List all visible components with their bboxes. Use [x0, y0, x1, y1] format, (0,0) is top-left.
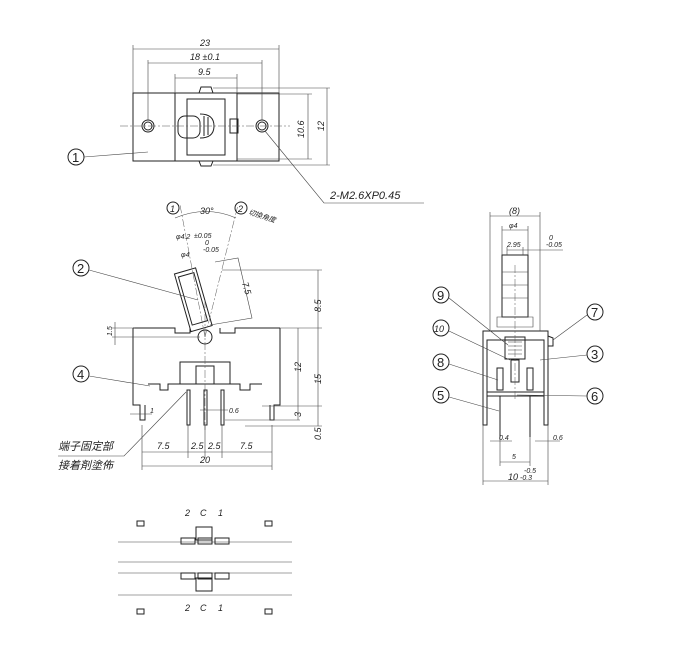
adhesive-note-line1: 端子固定部	[58, 440, 115, 453]
dim-end-pin-width-a: 0.4	[499, 435, 509, 442]
pcb-bottom-label-c: C	[200, 603, 207, 613]
dim-pitch-a: 2.5	[190, 441, 205, 451]
dim-total-height: 15	[313, 373, 323, 384]
dim-end-lever-dia: φ4	[509, 223, 518, 230]
lever-side	[173, 267, 213, 333]
dim-hole-pitch: 18 ±0.1	[190, 52, 220, 62]
dim-body-height: 12	[293, 362, 303, 372]
dim-end-lever-width: 2.95	[506, 242, 521, 249]
callout-4: 4	[77, 367, 84, 382]
switch-angle: 30°	[200, 206, 214, 216]
callout-2: 2	[77, 261, 84, 276]
side-body-outline	[132, 327, 281, 421]
pad-top-c	[197, 537, 213, 545]
callout-10: 10	[434, 324, 444, 334]
dim-end-pin-width-b: 0.6	[553, 435, 563, 442]
pin-2	[186, 389, 191, 426]
dim-end-overall-tol-top: -0.5	[524, 468, 536, 475]
dim-offset: 1.5	[107, 326, 114, 336]
dim-overall-width: 23	[199, 38, 210, 48]
pcb-top-label-2: 2	[184, 508, 190, 518]
pin-1	[220, 389, 225, 426]
pad-top-2	[180, 537, 196, 545]
dim-lever-tol-top: 0	[205, 240, 209, 247]
dim-lever-dia-outer: φ4.2	[176, 234, 190, 241]
dim-center-width: 9.5	[198, 67, 212, 77]
dim-pitch-left: 7.5	[157, 441, 171, 451]
dim-height: 12	[316, 121, 326, 131]
pcb-top-label-1: 1	[218, 508, 223, 518]
dim-overall: 20	[199, 455, 210, 465]
pcb-layout: 2 C 1 2 C 1	[118, 508, 292, 615]
dim-end-tol-top: 0	[549, 235, 553, 242]
callout-8: 8	[437, 355, 444, 370]
pcb-top-label-c: C	[200, 508, 207, 518]
screw-note: 2-M2.6XP0.45	[329, 190, 401, 202]
dim-lever-dia-outer-tol: ±0.05	[194, 233, 212, 240]
dim-lever-dia: φ4	[181, 252, 190, 259]
dim-end-width: (8)	[509, 206, 520, 216]
end-view: (8) φ4 2.95 0 -0.05 0.4 0.6 5 10 -0.5 -0…	[432, 206, 604, 485]
dim-pitch-right: 7.5	[240, 441, 254, 451]
dim-lever-tol-bottom: -0.05	[203, 247, 219, 254]
callout-7: 7	[591, 305, 598, 320]
dim-pitch-b: 2.5	[207, 441, 222, 451]
dim-pin-width: 0.6	[229, 408, 239, 415]
callout-5: 5	[437, 388, 444, 403]
callout-1: 1	[72, 150, 79, 165]
dim-end-overall-tol-bottom: -0.3	[520, 475, 532, 482]
dim-pin-offset: 0.5	[313, 426, 323, 440]
dim-inner-height: 10.6	[296, 120, 306, 138]
dim-lever-height: 8.5	[313, 298, 323, 312]
side-view: 30° 1 2 切換角度 φ4.2 ±0.05 φ4 0 -0.05 7.5 8…	[58, 201, 323, 472]
pad-bottom-2	[180, 572, 196, 580]
callout-3: 3	[591, 347, 598, 362]
end-body-outline	[482, 330, 549, 426]
dim-end-pin-pitch: 5	[512, 454, 516, 461]
callout-6: 6	[591, 389, 598, 404]
lever-top	[177, 115, 201, 139]
top-body-outline	[132, 92, 280, 162]
pad-bottom-1	[214, 572, 230, 580]
angle-callout-2: 2	[237, 204, 243, 214]
top-view: 23 18 ±0.1 9.5 10.6 12 2-M2.6XP0.45 1	[67, 38, 424, 204]
pad-top-1	[214, 537, 230, 545]
dim-lever-length: 7.5	[240, 281, 253, 297]
pad-bottom-c	[197, 572, 213, 580]
pin-c	[203, 389, 208, 426]
dim-tab-width: 1	[150, 408, 154, 415]
dim-pin-length: 3	[293, 412, 303, 417]
adhesive-note-line2: 接着剤塗佈	[58, 459, 115, 472]
dim-end-overall: 10	[508, 472, 518, 482]
angle-callout-1: 1	[170, 204, 175, 214]
dim-end-tol-bottom: -0.05	[546, 242, 562, 249]
pcb-bottom-label-2: 2	[184, 603, 190, 613]
callout-9: 9	[437, 288, 444, 303]
pcb-bottom-label-1: 1	[218, 603, 223, 613]
angle-note: 切換角度	[247, 208, 277, 225]
